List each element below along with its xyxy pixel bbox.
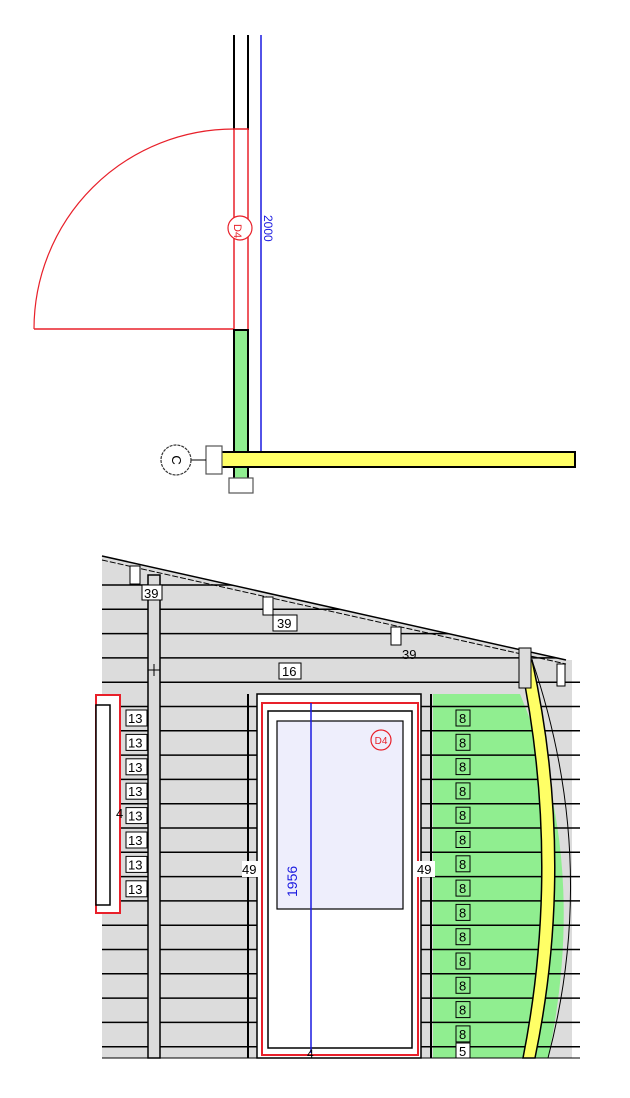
green-label: 8 <box>459 833 466 848</box>
green-label: 8 <box>459 978 466 993</box>
label-box <box>455 782 471 800</box>
column-tag-circle[interactable] <box>160 444 192 476</box>
corner-cap <box>518 647 532 689</box>
post-label: 49 <box>242 861 260 877</box>
green-label: 8 <box>459 1003 466 1018</box>
left-label: 13 <box>128 882 142 897</box>
rafter-label: 39 <box>402 647 416 662</box>
green-bottom-label: 5 <box>455 1042 471 1059</box>
door-dimension-label: 1956 <box>284 866 300 897</box>
yellow-wall-segment[interactable] <box>217 451 576 468</box>
post-label-text: 49 <box>417 862 431 877</box>
green-label: 8 <box>459 760 466 775</box>
door-d4[interactable]: 1956 D4 4 <box>256 693 422 1061</box>
rafter <box>129 565 141 585</box>
door-tag-circle[interactable] <box>370 729 392 751</box>
left-label: 13 <box>128 784 142 799</box>
green-labels: 8 8 8 8 8 8 8 8 8 8 8 8 8 8 <box>455 709 471 1043</box>
door-tag-circle[interactable] <box>227 215 253 241</box>
corner-post[interactable] <box>147 574 161 1059</box>
label-box <box>278 662 302 680</box>
label-box <box>141 584 163 601</box>
door-tag-label: D4 <box>231 224 243 238</box>
dimension-label: 2000 <box>261 215 275 242</box>
rafter <box>262 596 274 616</box>
label-box <box>455 1001 471 1019</box>
left-label: 13 <box>128 857 142 872</box>
left-label: 13 <box>128 735 142 750</box>
green-label: 8 <box>459 857 466 872</box>
green-label: 8 <box>459 905 466 920</box>
label-box <box>455 903 471 921</box>
green-label: 8 <box>459 954 466 969</box>
green-label: 8 <box>459 735 466 750</box>
label-box <box>125 733 148 751</box>
rafter-label-text: 39 <box>144 586 158 601</box>
left-label: 13 <box>128 711 142 726</box>
left-extra-label: 4 <box>116 806 123 821</box>
left-label: 13 <box>128 809 142 824</box>
rafter <box>390 626 402 646</box>
rafter-label-text: 39 <box>277 616 291 631</box>
green-label: 8 <box>459 808 466 823</box>
green-label: 8 <box>459 784 466 799</box>
beam-label: 16 <box>278 662 302 680</box>
roof-line <box>101 555 567 661</box>
gutter-bracket <box>556 663 566 687</box>
label-box <box>455 733 471 751</box>
left-label: 13 <box>128 833 142 848</box>
label-box <box>125 855 148 873</box>
column-bracket <box>205 445 223 475</box>
label-box <box>125 880 148 898</box>
door-tag-label: D4 <box>375 736 388 747</box>
post-label-text: 49 <box>242 862 256 877</box>
left-labels: 13 13 13 13 13 13 13 13 <box>125 709 148 898</box>
label-box <box>455 758 471 776</box>
label-box <box>455 709 471 727</box>
label-box <box>125 831 148 849</box>
left-label: 13 <box>128 760 142 775</box>
label-box <box>455 806 471 824</box>
label-box <box>417 861 435 877</box>
label-box <box>455 855 471 873</box>
door-bottom-label: 4 <box>307 1047 314 1061</box>
green-label: 8 <box>459 711 466 726</box>
label-box <box>455 831 471 848</box>
rafter-label-text: 39 <box>402 647 416 662</box>
left-window-inner <box>95 704 111 906</box>
green-wall-edge <box>531 659 572 1059</box>
label-box <box>455 952 471 970</box>
roof-line-inner <box>101 559 567 665</box>
label-box <box>455 1025 471 1043</box>
door-glass-panel <box>276 720 404 910</box>
column-bracket-bottom <box>228 477 254 494</box>
rafter-label: 39 <box>141 584 163 601</box>
label-box <box>455 976 471 994</box>
elevation-view: 1956 D4 4 39 39 39 16 49 <box>95 555 580 1061</box>
post-label: 49 <box>417 861 435 877</box>
label-box <box>455 928 471 946</box>
label-box <box>455 879 471 897</box>
label-box <box>242 861 260 877</box>
door-swing-arc <box>33 128 235 330</box>
label-box <box>125 782 148 800</box>
label-box <box>125 758 148 776</box>
label-box <box>272 614 298 632</box>
green-label: 8 <box>459 881 466 896</box>
column-tag-label: C <box>169 455 184 464</box>
green-label: 8 <box>459 930 466 945</box>
beam-label-text: 16 <box>282 664 296 679</box>
plan-view: 2000 D4 C <box>33 35 576 494</box>
green-bottom-label-text: 5 <box>459 1044 466 1059</box>
rafter-label: 39 <box>272 614 298 632</box>
label-box <box>125 807 148 825</box>
green-label: 8 <box>459 1027 466 1042</box>
label-box <box>125 709 148 727</box>
